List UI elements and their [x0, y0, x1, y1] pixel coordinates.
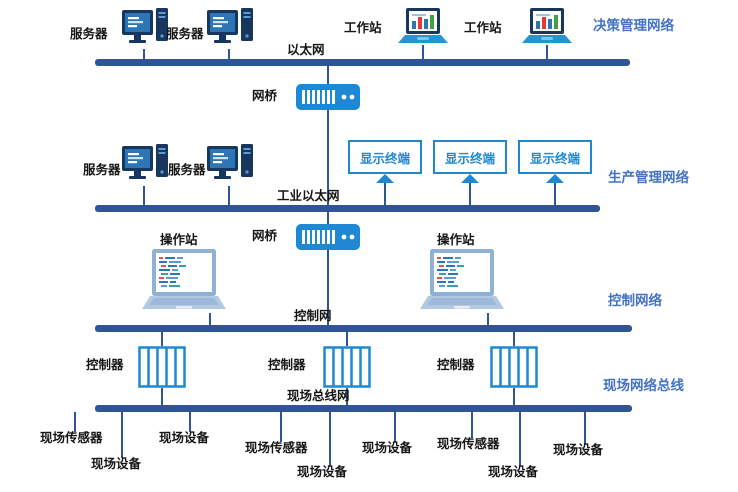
display-terminal: 显示终端 — [348, 140, 422, 174]
field-device-label: 现场传感器 — [245, 441, 308, 455]
opstation-icon — [140, 249, 228, 313]
connector-line — [554, 183, 556, 205]
field-device-label: 现场设备 — [362, 441, 413, 455]
field-device-label: 现场传感器 — [40, 431, 103, 445]
field-bus — [95, 405, 632, 412]
server-icon — [207, 8, 253, 50]
connector-line — [189, 412, 191, 432]
workstation-label: 工作站 — [464, 21, 502, 35]
bridge-label: 网桥 — [252, 229, 278, 243]
network-level-label-production: 生产管理网络 — [608, 170, 689, 185]
field-device-label: 现场设备 — [488, 465, 539, 479]
field-device-label: 现场设备 — [553, 443, 604, 457]
display-terminal: 显示终端 — [433, 140, 507, 174]
field-device-label: 现场设备 — [159, 431, 210, 445]
connector-line — [384, 183, 386, 205]
controller-icon — [323, 346, 371, 388]
connector-line — [280, 412, 282, 442]
opstation-label: 操作站 — [160, 233, 198, 247]
bus-label-industrial-ethernet: 工业以太网 — [277, 189, 340, 203]
connector-line — [346, 388, 348, 405]
connector-line — [584, 412, 586, 444]
opstation-label: 操作站 — [437, 233, 475, 247]
field-device-label: 现场传感器 — [437, 437, 500, 451]
server-icon — [122, 8, 168, 50]
network-level-label-control: 控制网络 — [608, 293, 662, 308]
connector-line — [422, 45, 424, 59]
controller-icon — [490, 346, 538, 388]
server-label: 服务器 — [83, 163, 121, 177]
server-icon — [122, 144, 168, 186]
workstation-label: 工作站 — [344, 21, 382, 35]
connector-line — [513, 332, 515, 346]
connector-line — [394, 412, 396, 442]
terminal-stand-icon — [376, 174, 394, 183]
network-level-label-field: 现场网络总线 — [603, 378, 684, 393]
server-label: 服务器 — [166, 27, 204, 41]
server-label: 服务器 — [70, 27, 108, 41]
server-icon — [207, 144, 253, 186]
ethernet-bus — [95, 59, 630, 66]
connector-line — [161, 332, 163, 346]
connector-line — [513, 388, 515, 405]
connector-line — [471, 412, 473, 438]
connector-line — [329, 412, 331, 466]
field-device-label: 现场设备 — [297, 465, 348, 479]
workstation-icon — [398, 8, 448, 46]
connector-line — [209, 313, 211, 325]
connector-line — [143, 186, 145, 205]
controller-icon — [138, 346, 186, 388]
bus-label-control-net: 控制网 — [294, 309, 332, 323]
controller-label: 控制器 — [86, 358, 124, 372]
bus-label-field-bus: 现场总线网 — [287, 389, 350, 403]
terminal-stand-icon — [461, 174, 479, 183]
network-level-label-decision: 决策管理网络 — [593, 18, 674, 33]
connector-line — [228, 186, 230, 205]
control-net-bus — [95, 325, 632, 332]
connector-line — [121, 412, 123, 458]
server-label: 服务器 — [168, 163, 206, 177]
connector-line — [469, 183, 471, 205]
workstation-icon — [522, 8, 572, 46]
bridge-icon — [296, 84, 360, 110]
connector-line — [487, 313, 489, 325]
trunk-line — [327, 212, 329, 325]
connector-line — [546, 45, 548, 59]
connector-line — [74, 412, 76, 432]
bridge-label: 网桥 — [252, 89, 278, 103]
controller-label: 控制器 — [437, 358, 475, 372]
display-terminal: 显示终端 — [518, 140, 592, 174]
connector-line — [346, 332, 348, 346]
controller-label: 控制器 — [268, 358, 306, 372]
connector-line — [143, 49, 145, 59]
field-device-label: 现场设备 — [91, 457, 142, 471]
industrial-ethernet-bus — [95, 205, 600, 212]
connector-line — [161, 388, 163, 405]
opstation-icon — [418, 249, 506, 313]
connector-line — [228, 49, 230, 59]
connector-line — [519, 412, 521, 466]
bridge-icon — [296, 224, 360, 250]
trunk-line — [327, 66, 329, 205]
terminal-stand-icon — [546, 174, 564, 183]
bus-label-ethernet: 以太网 — [287, 43, 325, 57]
